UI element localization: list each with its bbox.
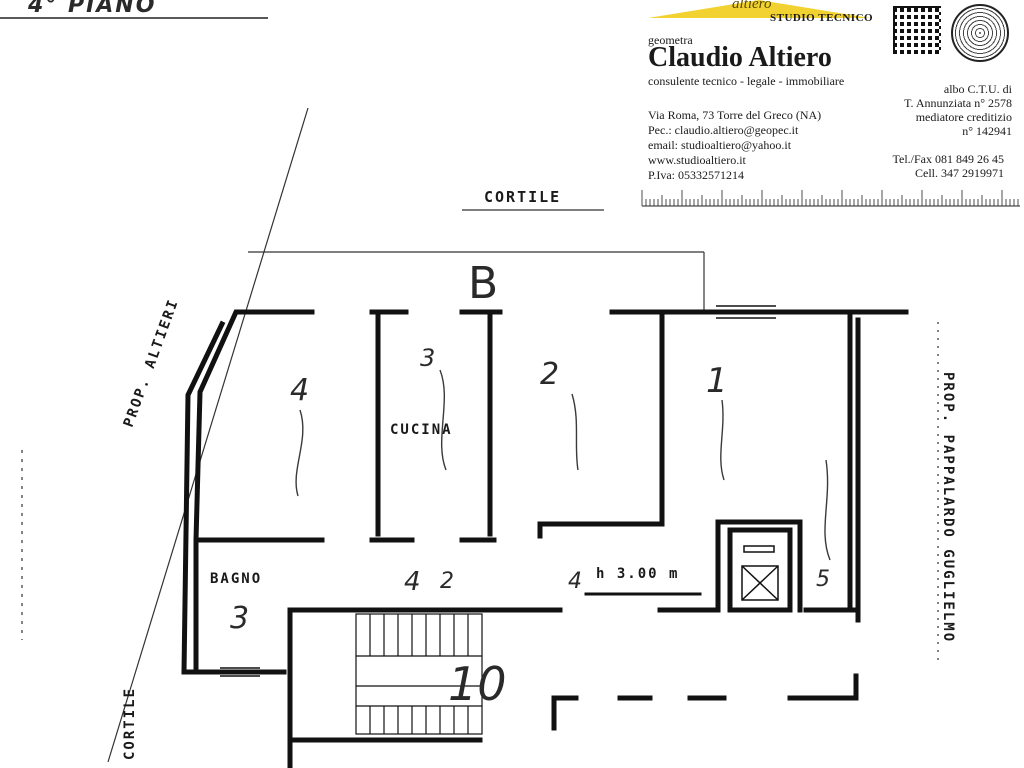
- contact-block: Via Roma, 73 Torre del Greco (NA) Pec.: …: [648, 108, 821, 183]
- credential-line: mediatore creditizio: [915, 110, 1012, 124]
- walls: [181, 309, 909, 768]
- label-cortile-top: CORTILE: [484, 188, 561, 206]
- seal-stamp-icon: [951, 4, 1009, 62]
- profession: geometra: [648, 33, 693, 47]
- phone-block: Tel./Fax 081 849 26 45 Cell. 347 2919971: [893, 152, 1005, 180]
- handwritten-mark: 10: [448, 657, 507, 711]
- logo-text: altiero: [732, 0, 772, 12]
- label-cucina: CUCINA: [390, 422, 453, 438]
- label-prop-altieri: PROP. ALTIERI: [121, 296, 182, 429]
- credentials-block: albo C.T.U. di T. Annunziata n° 2578 med…: [904, 82, 1012, 138]
- tel-fax-line: Tel./Fax 081 849 26 45: [892, 152, 1005, 166]
- handwritten-strokes: [295, 369, 831, 561]
- qr-code-pattern: [893, 6, 941, 54]
- door-jambs: [220, 305, 779, 677]
- handwritten-unit-b: B: [468, 258, 498, 309]
- handwritten-room-3: 3: [420, 344, 435, 372]
- studio-tag: STUDIO TECNICO: [770, 12, 874, 24]
- label-cortile-left: CORTILE: [122, 687, 138, 760]
- address-line: Via Roma, 73 Torre del Greco (NA): [648, 108, 822, 122]
- handwritten-mark: 2: [440, 569, 454, 594]
- handwritten-room-2: 2: [540, 357, 559, 392]
- vat-line: P.Iva: 05332571214: [648, 168, 744, 182]
- handwritten-mark: 4: [568, 569, 582, 594]
- studio-owner-name: Claudio Altiero: [648, 42, 832, 73]
- label-bagno: BAGNO: [210, 571, 262, 587]
- handwritten-room-1: 1: [706, 361, 728, 401]
- website-line: www.studioaltiero.it: [648, 153, 746, 167]
- label-height: h 3.00 m: [596, 566, 679, 582]
- credential-line: albo C.T.U. di: [943, 82, 1012, 96]
- credential-line: n° 142941: [962, 124, 1012, 138]
- handwritten-mark: 5: [816, 567, 830, 592]
- handwritten-mark: 3: [230, 601, 249, 636]
- handwritten-room-4: 4: [290, 373, 309, 408]
- pec-line: Pec.: claudio.altiero@geopec.it: [648, 123, 799, 137]
- studio-tagline: consulente tecnico - legale - immobiliar…: [648, 74, 845, 88]
- cell-line: Cell. 347 2919971: [915, 166, 1004, 180]
- floor-heading: 4° PIANO: [27, 0, 156, 18]
- property-boundaries: [21, 107, 939, 763]
- scale-ruler: [641, 190, 1020, 207]
- staircase: [355, 613, 483, 735]
- label-prop-pappalardo: PROP. PAPPALARDO GUGLIELMO: [940, 372, 956, 643]
- email-line: email: studioaltiero@yahoo.it: [648, 138, 792, 152]
- credential-line: T. Annunziata n° 2578: [904, 96, 1012, 110]
- studio-letterhead: altiero STUDIO TECNICO geometra Claudio …: [640, 0, 1024, 212]
- handwritten-mark: 4: [404, 567, 421, 597]
